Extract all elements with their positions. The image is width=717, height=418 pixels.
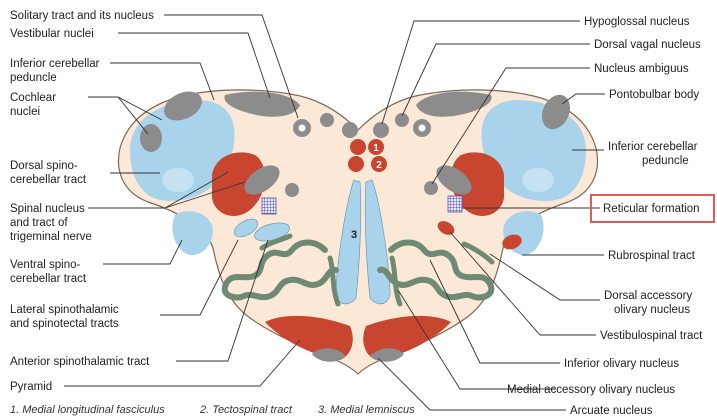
label-pontobulbar: Pontobulbar body <box>609 89 699 101</box>
label-inf-cereb-right-1: Inferior cerebellar <box>608 141 698 153</box>
label-lateral-2: and spinotectal tracts <box>10 318 119 330</box>
label-medial-acc: Medial accessory olivary nucleus <box>507 384 675 396</box>
dorsal-spinocerebellar-tract-right <box>522 168 554 192</box>
medial-lemniscus-number: 3 <box>351 229 357 241</box>
solitary-tract-left <box>299 125 306 132</box>
label-anterior: Anterior spinothalamic tract <box>10 356 150 368</box>
label-lateral-1: Lateral spinothalamic <box>10 304 119 316</box>
label-dorsal-spino-2: cerebellar tract <box>10 174 87 186</box>
label-inf-cereb-left-1: Inferior cerebellar <box>10 58 100 70</box>
caption-2: 2. Tectospinal tract <box>199 404 293 416</box>
label-solitary: Solitary tract and its nucleus <box>10 10 154 22</box>
label-vestibulospinal: Vestibulospinal tract <box>600 330 703 342</box>
reticular-formation-right <box>448 196 462 212</box>
label-reticular: Reticular formation <box>603 203 700 215</box>
label-pyramid: Pyramid <box>10 381 52 393</box>
label-spinal-3: trigeminal nerve <box>10 231 92 243</box>
label-inf-cereb-right-2: peduncle <box>642 155 689 167</box>
label-spinal-1: Spinal nucleus <box>10 203 85 215</box>
tectospinal-left <box>348 156 364 172</box>
caption-3: 3. Medial lemniscus <box>318 404 415 416</box>
solitary-tract-right <box>419 125 426 132</box>
label-cochlear-2: nuclei <box>10 106 40 118</box>
nucleus-ambiguus-left <box>285 183 299 197</box>
label-dorsal-vagal: Dorsal vagal nucleus <box>594 39 701 51</box>
label-inf-cereb-left-2: peduncle <box>10 72 57 84</box>
label-spinal-2: and tract of <box>10 217 68 229</box>
dorsal-vagal-nucleus-left <box>320 113 334 127</box>
label-vestibular: Vestibular nuclei <box>10 28 94 40</box>
label-dorsal-acc-2: olivary nucleus <box>614 304 690 316</box>
label-ventral-spino-2: cerebellar tract <box>10 273 87 285</box>
label-inferior-olivary: Inferior olivary nucleus <box>564 358 679 370</box>
label-hypoglossal: Hypoglossal nucleus <box>584 16 690 28</box>
label-cochlear-1: Cochlear <box>10 92 56 104</box>
nucleus-ambiguus-right <box>424 181 438 195</box>
label-dorsal-spino-1: Dorsal spino- <box>10 160 78 172</box>
mlf-left <box>350 139 366 155</box>
label-arcuate: Arcuate nucleus <box>570 405 653 417</box>
reticular-formation-left <box>262 198 276 214</box>
label-ambiguus: Nucleus ambiguus <box>594 63 689 75</box>
dorsal-spinocerebellar-tract-left <box>162 168 194 192</box>
label-dorsal-acc-1: Dorsal accessory <box>604 290 692 302</box>
label-ventral-spino-1: Ventral spino- <box>10 259 80 271</box>
mlf-number: 1 <box>373 143 379 154</box>
hypoglossal-nucleus-right <box>373 122 389 138</box>
label-rubrospinal: Rubrospinal tract <box>608 250 696 262</box>
hypoglossal-nucleus-left <box>342 122 358 138</box>
caption-1: 1. Medial longitudinal fasciculus <box>10 404 165 416</box>
tectospinal-number: 2 <box>376 160 382 171</box>
